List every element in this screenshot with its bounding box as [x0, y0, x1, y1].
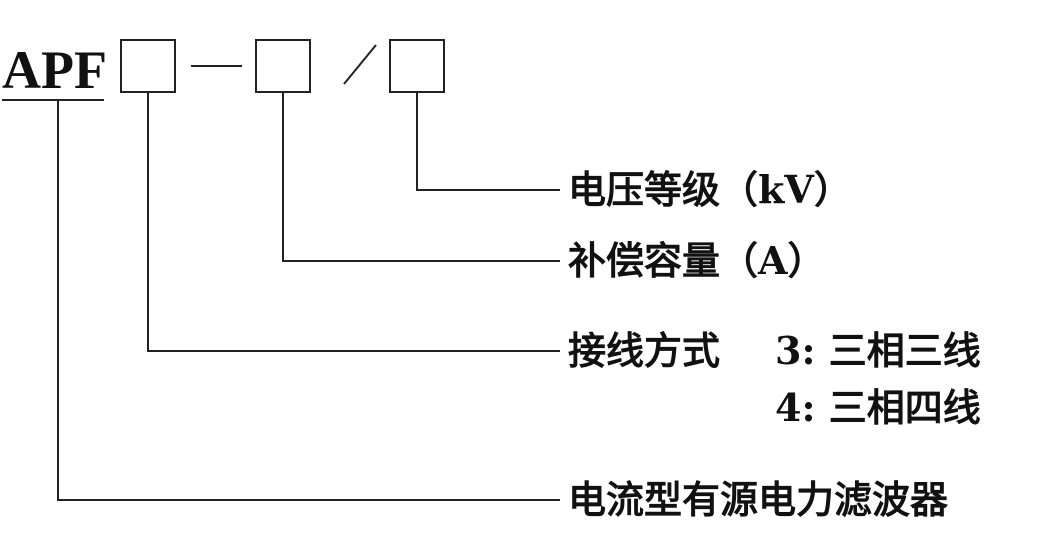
wiring-option-4: 4: 三相四线 — [775, 385, 981, 430]
product-leader-line — [57, 100, 560, 501]
model-prefix: APF — [2, 40, 107, 100]
voltage-code-box — [389, 39, 445, 93]
wiring-method-label: 接线方式 — [568, 328, 720, 373]
capacity-code-box — [255, 39, 311, 93]
compensation-capacity-label: 补偿容量（A） — [568, 238, 825, 283]
voltage-level-label: 电压等级（kV） — [568, 167, 852, 212]
wiring-leader-line — [147, 92, 560, 352]
product-name-label: 电流型有源电力滤波器 — [568, 477, 949, 522]
slash-separator — [343, 44, 377, 85]
voltage-leader-line — [416, 92, 560, 191]
capacity-leader-line — [282, 92, 560, 262]
wiring-option-3: 3: 三相三线 — [775, 328, 981, 373]
wiring-code-box — [120, 39, 176, 93]
